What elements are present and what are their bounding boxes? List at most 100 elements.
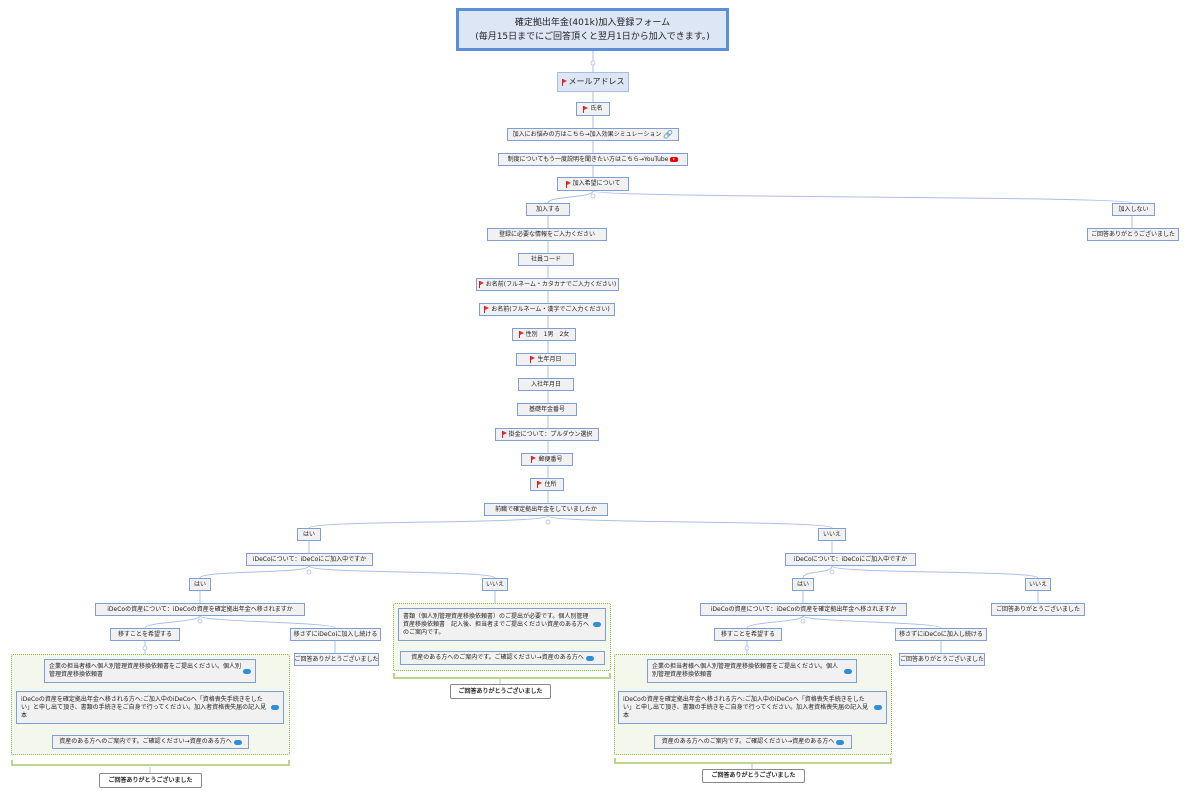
right-group-submit-node[interactable]: 企業の担当者様へ個人別管理資産移換依頼書をご提出ください。個人別管理資産移換依頼… xyxy=(647,659,857,683)
wish-transfer-left-node[interactable]: 移すことを希望する xyxy=(110,628,180,641)
flag-icon xyxy=(484,306,490,313)
employee-code-node[interactable]: 社員コード xyxy=(518,253,574,266)
pension-no-label: 基礎年金番号 xyxy=(528,405,565,413)
ideco-label: iDeCoについて：iDeCoにご加入中ですか xyxy=(793,555,908,563)
prev-job-node[interactable]: 前職で確定拠出年金をしていましたか xyxy=(484,503,608,516)
name-kanji-label: お名前(フルネーム・漢字でご入力ください) xyxy=(491,305,610,313)
thanks-right-right-node: ご回答ありがとうございました xyxy=(991,603,1085,616)
youtube-link-node[interactable]: 制度についてもう一度説明を聞きたい方はこちら→YouTube xyxy=(498,153,688,166)
right-group-asset-node[interactable]: 資産のある方へのご案内です。ご確認ください→資産のある方へ xyxy=(654,735,852,749)
name-kanji-node[interactable]: お名前(フルネーム・漢字でご入力ください) xyxy=(479,303,615,316)
join-date-node[interactable]: 入社年月日 xyxy=(518,378,574,391)
yes-right-left-node[interactable]: はい xyxy=(792,578,814,591)
email-label: メールアドレス xyxy=(568,77,625,86)
yes-label: はい xyxy=(302,530,315,538)
middle-group-asset-node[interactable]: 資産のある方へのご案内です。ご確認ください→資産のある方へ xyxy=(400,651,605,665)
middle-group-submit-label: 書類（個人別管理資産移換依頼書）のご提出が必要です。個人別管理資産移換依頼書 記… xyxy=(403,612,590,636)
flag-icon xyxy=(478,281,484,288)
yes-label: はい xyxy=(193,580,206,588)
link-icon xyxy=(233,739,242,745)
link-icon xyxy=(593,622,601,627)
thanks-right-group-node: ご回答ありがとうございました xyxy=(702,769,805,783)
form-title-line2: (毎月15日までにご回答頂くと翌月1日から加入できます。) xyxy=(475,31,710,42)
form-title: 確定拠出年金(401k)加入登録フォーム (毎月15日までにご回答頂くと翌月1日… xyxy=(456,8,729,51)
address-node[interactable]: 住所 xyxy=(530,478,564,491)
middle-group-submit-node[interactable]: 書類（個人別管理資産移換依頼書）のご提出が必要です。個人別管理資産移換依頼書 記… xyxy=(398,608,606,641)
flag-icon xyxy=(561,78,567,86)
ideco-right-node[interactable]: iDeCoについて：iDeCoにご加入中ですか xyxy=(785,553,916,566)
yes-left-node[interactable]: はい xyxy=(297,528,321,541)
simulation-link-node[interactable]: 加入にお悩みの方はこちら→加入効果シミュレーション 🔗 xyxy=(507,128,679,141)
youtube-label: 制度についてもう一度説明を聞きたい方はこちら→YouTube xyxy=(507,155,669,163)
join-label: 加入する xyxy=(535,205,560,213)
thanks-label: ご回答ありがとうございました xyxy=(995,605,1080,613)
birthday-node[interactable]: 生年月日 xyxy=(516,353,576,366)
flag-icon xyxy=(531,456,537,463)
transfer-question-right-node[interactable]: iDeCoの資産について：iDeCoの資産を確定拠出年金へ移されますか xyxy=(700,603,907,616)
form-title-line1: 確定拠出年金(401k)加入登録フォーム xyxy=(514,17,671,28)
join-date-label: 入社年月日 xyxy=(530,380,561,388)
hope-node[interactable]: 加入希望について xyxy=(557,177,629,191)
youtube-icon xyxy=(670,157,679,162)
yes-label: はい xyxy=(796,580,809,588)
no-right-right-node[interactable]: いいえ xyxy=(1025,578,1051,591)
yes-left-left-node[interactable]: はい xyxy=(189,578,211,591)
pension-no-node[interactable]: 基礎年金番号 xyxy=(517,403,577,416)
gender-node[interactable]: 性別 1男 2女 xyxy=(512,328,576,341)
transfer-question-label: iDeCoの資産について：iDeCoの資産を確定拠出年金へ移されますか xyxy=(107,605,293,613)
birthday-label: 生年月日 xyxy=(537,355,562,363)
address-label: 住所 xyxy=(544,480,557,488)
right-group-bracket xyxy=(614,758,892,764)
wish-transfer-right-node[interactable]: 移すことを希望する xyxy=(714,628,782,641)
simulation-label: 加入にお悩みの方はこちら→加入効果シミュレーション xyxy=(512,130,662,138)
no-label: いいえ xyxy=(486,580,505,588)
email-node[interactable]: メールアドレス xyxy=(557,72,629,92)
thanks-top-right-node: ご回答ありがとうございました xyxy=(1087,228,1179,241)
transfer-question-left-node[interactable]: iDeCoの資産について：iDeCoの資産を確定拠出年金へ移されますか xyxy=(95,603,305,616)
right-group-loss-node[interactable]: iDeCoの資産を確定拠出年金へ移される方へ:ご加入中のiDeCoへ「資格喪失手… xyxy=(618,691,887,724)
left-group-submit-node[interactable]: 企業の担当者様へ個人別管理資産移換依頼書をご提出ください。個人別管理資産移換依頼… xyxy=(44,659,256,683)
link-icon xyxy=(243,668,251,674)
flag-icon xyxy=(501,431,507,438)
thanks-left-group-node: ご回答ありがとうございました xyxy=(99,773,202,788)
flag-icon xyxy=(583,105,589,113)
right-group-asset-label: 資産のある方へのご案内です。ご確認ください→資産のある方へ xyxy=(661,738,835,745)
transfer-question-label: iDeCoの資産について：iDeCoの資産を確定拠出年金へ移されますか xyxy=(710,605,897,613)
no-right-node[interactable]: いいえ xyxy=(818,528,846,541)
ideco-left-node[interactable]: iDeCoについて：iDeCoにご加入中ですか xyxy=(246,553,373,566)
join-node[interactable]: 加入する xyxy=(526,203,570,216)
contribution-node[interactable]: 掛金について：プルダウン選択 xyxy=(495,428,599,441)
left-group-loss-node[interactable]: iDeCoの資産を確定拠出年金へ移される方へ:ご加入中のiDeCoへ「資格喪失手… xyxy=(16,691,284,724)
thanks-keep-left-node: ご回答ありがとうございました xyxy=(294,653,379,666)
flag-icon xyxy=(518,331,524,338)
prev-job-label: 前職で確定拠出年金をしていましたか xyxy=(495,505,597,513)
thanks-label: ご回答ありがとうございました xyxy=(900,655,985,663)
thanks-label: ご回答ありがとうございました xyxy=(458,687,543,695)
right-group-submit-label: 企業の担当者様へ個人別管理資産移換依頼書をご提出ください。個人別管理資産移換依頼… xyxy=(652,663,839,678)
hope-label: 加入希望について xyxy=(572,180,621,187)
flag-icon xyxy=(530,356,536,363)
link-icon xyxy=(844,668,852,674)
no-label: いいえ xyxy=(1029,580,1048,588)
thanks-label: ご回答ありがとうございました xyxy=(108,776,193,784)
keep-ideco-right-node[interactable]: 移さずにiDeCoに加入し続ける xyxy=(895,628,987,641)
postal-label: 郵便番号 xyxy=(538,455,563,463)
name-node[interactable]: 氏名 xyxy=(576,102,610,116)
register-info-label: 登録に必要な情報をご入力ください xyxy=(498,230,595,238)
middle-group-bracket xyxy=(393,673,611,679)
name-kana-node[interactable]: お名前(フルネーム・カタカナでご入力ください) xyxy=(476,278,619,291)
register-info-node[interactable]: 登録に必要な情報をご入力ください xyxy=(487,228,607,241)
no-left-right-node[interactable]: いいえ xyxy=(482,578,508,591)
thanks-label: ご回答ありがとうございました xyxy=(711,772,796,779)
flag-icon xyxy=(537,481,543,488)
no-join-node[interactable]: 加入しない xyxy=(1112,203,1155,216)
wish-transfer-label: 移すことを希望する xyxy=(117,630,172,638)
keep-ideco-left-node[interactable]: 移さずにiDeCoに加入し続ける xyxy=(290,628,381,641)
thanks-label: ご回答ありがとうございました xyxy=(1091,230,1176,238)
postal-node[interactable]: 郵便番号 xyxy=(521,453,573,466)
left-group-asset-label: 資産のある方へのご案内です。ご確認ください→資産のある方へ xyxy=(59,738,232,745)
left-group-submit-label: 企業の担当者様へ個人別管理資産移換依頼書をご提出ください。個人別管理資産移換依頼… xyxy=(49,663,242,678)
left-group-asset-node[interactable]: 資産のある方へのご案内です。ご確認ください→資産のある方へ xyxy=(52,735,249,749)
name-label: 氏名 xyxy=(590,105,603,112)
thanks-middle-group-node: ご回答ありがとうございました xyxy=(450,684,551,699)
